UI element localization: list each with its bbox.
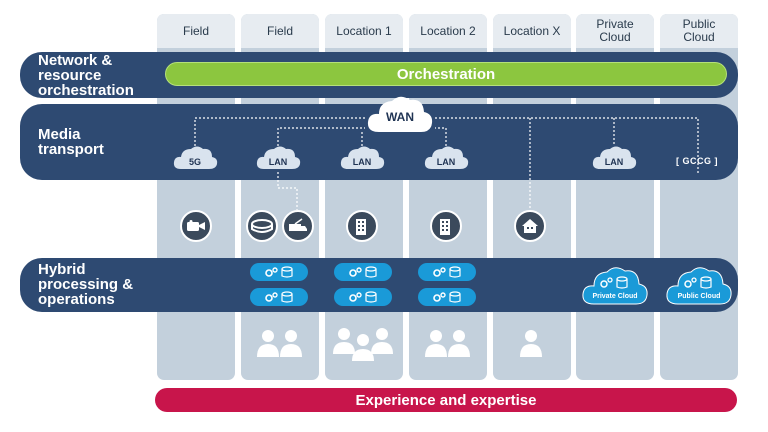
band-network-label: Network & resource orchestration [38,52,134,99]
band-hybrid-label: Hybrid processing & operations [38,261,134,308]
gear-database-icon [418,288,476,306]
column-header: Field [157,14,235,48]
label-lan: LAN [268,157,288,167]
label-lan: LAN [604,157,624,167]
people-icon [425,330,470,357]
person-icon [520,330,542,357]
gear-database-icon [334,288,392,306]
house-icon [514,210,546,242]
column-header: Public Cloud [660,14,738,48]
column-header: Location 1 [325,14,403,48]
camera-icon [180,210,212,242]
orchestration-bar: Orchestration [165,62,727,86]
cloud-lan-icon [592,146,637,169]
gear-database-icon [418,263,476,281]
column-header: Location X [493,14,571,48]
label-gccg: [ GCCG ] [676,156,718,166]
label-5g: 5G [188,157,201,167]
people-icon [333,328,393,361]
gear-database-icon [250,263,308,281]
public-cloud-label: Public Cloud [677,293,721,300]
label-lan: LAN [436,157,456,167]
building-icon [430,210,462,242]
column-header: Private Cloud [576,14,654,48]
experience-bar: Experience and expertise [155,388,737,412]
band-media-label: Media transport [38,126,104,158]
public-cloud-icon [666,267,732,305]
building-icon [346,210,378,242]
label-lan: LAN [352,157,372,167]
column-header: Location 2 [409,14,487,48]
wan-label: WAN [386,110,414,124]
wan-cloud-icon [367,96,433,132]
cloud-lan-icon [340,146,385,169]
column-header: Field [241,14,319,48]
private-cloud-label: Private Cloud [592,293,638,300]
cloud-lan-icon [424,146,469,169]
cloud-5g-icon [173,146,218,169]
broadcast-truck-icon [282,210,314,242]
private-cloud-icon [582,267,648,305]
stadium-icon [246,210,278,242]
gear-database-icon [250,288,308,306]
cloud-lan-icon [256,146,301,169]
gear-database-icon [334,263,392,281]
people-icon [257,330,302,357]
